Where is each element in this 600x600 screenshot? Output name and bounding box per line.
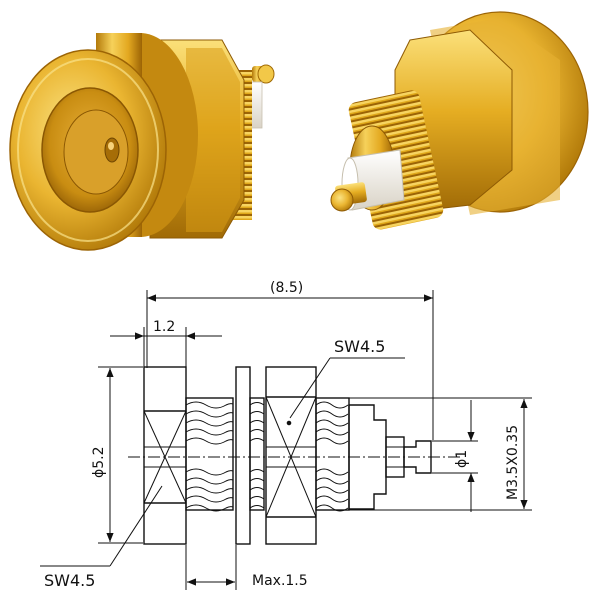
thread-section-rear: [315, 397, 350, 512]
flange-thickness-label: 1.2: [153, 319, 175, 335]
connector-photo-rear: [330, 11, 589, 230]
wrench-size-rear-label: SW4.5: [334, 337, 385, 356]
front-hex-flange: [143, 366, 187, 545]
thread-section-front: [185, 397, 234, 512]
technical-drawing: [128, 366, 460, 545]
lock-washer: [235, 366, 251, 545]
panel-thickness-label: Max.1.5: [252, 573, 308, 589]
overall-length-label: (8.5): [270, 280, 303, 296]
contact-pin: [403, 440, 432, 474]
pin-diameter-label: ϕ1: [454, 450, 470, 468]
wrench-size-front-label: SW4.5: [44, 571, 95, 590]
thread-spec-label: M3.5X0.35: [505, 425, 521, 500]
outer-diameter-label: ϕ5.2: [91, 447, 107, 479]
connector-photo-front: [9, 33, 275, 251]
thread-section-middle: [249, 397, 265, 511]
rear-collar: [348, 404, 387, 510]
